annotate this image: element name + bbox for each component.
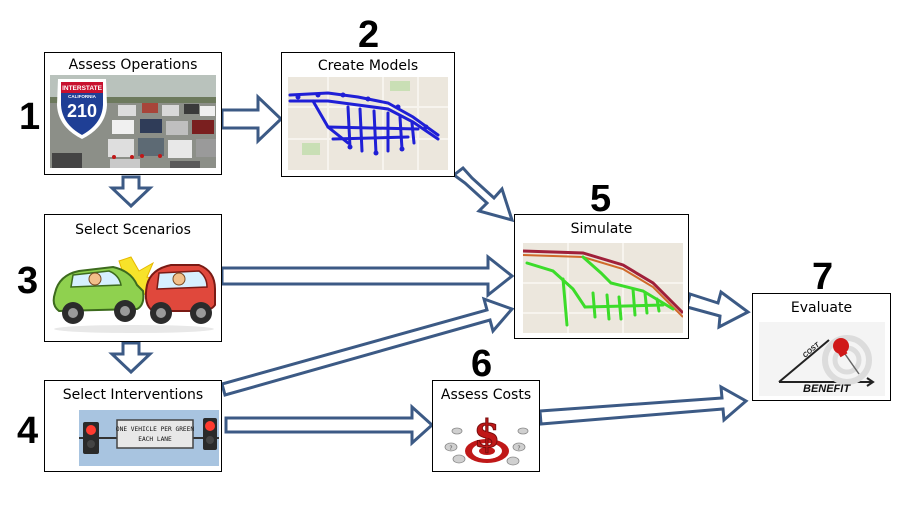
svg-text:210: 210 <box>67 101 97 121</box>
box-title-create-models: Create Models <box>317 58 419 74</box>
step-number-5: 5 <box>590 178 612 220</box>
box-assess-costs: Assess Costs $ ? ? <box>432 380 540 472</box>
box-title-simulate: Simulate <box>570 221 633 237</box>
box-evaluate: Evaluate COST BENEFIT <box>752 293 891 401</box>
step-number-2: 2 <box>358 14 380 56</box>
svg-text:$: $ <box>474 411 500 456</box>
arrow-models-to-simulate <box>451 165 515 223</box>
traffic-signal-photo: ONE VEHICLE PER GREEN EACH LANE <box>79 410 219 466</box>
step-number-6: 6 <box>471 343 493 385</box>
arrow-scenarios-to-simulate <box>220 253 515 299</box>
cost-target-icon: $ ? ? <box>439 407 535 469</box>
step-number-3: 3 <box>17 260 39 302</box>
box-title-select-interventions: Select Interventions <box>62 387 204 403</box>
svg-text:EACH LANE: EACH LANE <box>138 436 172 443</box>
arrow-assess-to-models <box>220 93 284 145</box>
step-number-4: 4 <box>17 410 39 452</box>
box-title-select-scenarios: Select Scenarios <box>75 222 191 238</box>
box-select-scenarios: Select Scenarios <box>44 214 222 342</box>
network-map-green <box>523 243 683 333</box>
svg-text:INTERSTATE: INTERSTATE <box>62 85 103 92</box>
arrow-assess-to-scenarios <box>108 175 154 209</box>
step-number-1: 1 <box>19 96 41 138</box>
arrow-interventions-to-costs <box>224 403 435 447</box>
arrow-interventions-to-simulate <box>220 296 515 397</box>
svg-text:?: ? <box>517 445 520 452</box>
svg-text:ONE VEHICLE PER GREEN: ONE VEHICLE PER GREEN <box>116 426 195 433</box>
interstate-shield-icon: INTERSTATE CALIFORNIA 210 <box>57 79 107 139</box>
box-select-interventions: Select Interventions ONE VEHICLE PER GRE… <box>44 380 222 472</box>
traffic-photo: INTERSTATE CALIFORNIA 210 <box>50 75 216 168</box>
svg-text:BENEFIT: BENEFIT <box>803 383 851 395</box>
box-simulate: Simulate <box>514 214 689 339</box>
arrow-scenarios-to-interventions <box>108 341 154 375</box>
network-map-blue <box>288 77 448 170</box>
box-title-assess-operations: Assess Operations <box>68 57 198 73</box>
box-title-evaluate: Evaluate <box>790 300 853 316</box>
cost-benefit-pin-graphic: COST BENEFIT <box>759 322 885 396</box>
step-number-7: 7 <box>812 256 834 298</box>
svg-text:CALIFORNIA: CALIFORNIA <box>68 94 96 99</box>
car-crash-cartoon <box>49 245 219 337</box>
arrow-simulate-to-evaluate <box>685 289 751 330</box>
box-create-models: Create Models <box>281 52 455 177</box>
arrow-costs-to-evaluate <box>538 384 749 426</box>
box-title-assess-costs: Assess Costs <box>440 387 532 403</box>
svg-text:?: ? <box>449 445 452 452</box>
box-assess-operations: Assess Operations <box>44 52 222 175</box>
